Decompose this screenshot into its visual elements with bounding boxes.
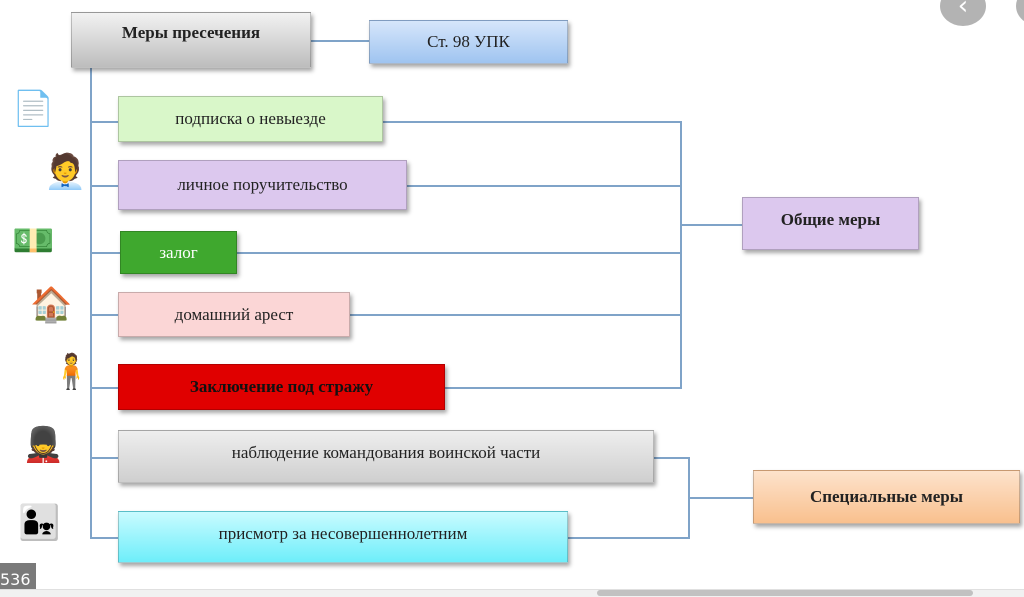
connector [90, 121, 118, 123]
image-counter-badge: 536 [0, 563, 36, 589]
measure-box-detention: Заключение под стражу [118, 364, 445, 410]
connector [445, 387, 681, 389]
connector [654, 457, 689, 459]
connector [568, 537, 689, 539]
document-icon: 📄 [12, 89, 55, 129]
house-icon: 🏠 [30, 285, 73, 325]
money-icon: 💵 [12, 221, 55, 261]
connector [90, 537, 118, 539]
children-icon: 👨‍👧 [18, 503, 61, 543]
root-box: Меры пресечения [71, 12, 311, 68]
connector [311, 40, 369, 42]
chevron-left-icon[interactable]: ‹ [940, 0, 986, 26]
special-measures-box: Специальные меры [753, 470, 1020, 524]
connector [90, 252, 120, 254]
connector [680, 121, 682, 389]
connector [237, 252, 681, 254]
connector [90, 387, 118, 389]
connector [407, 185, 681, 187]
connector [680, 224, 742, 226]
next-button[interactable] [1016, 0, 1024, 26]
measure-box-military-supervision: наблюдение командования воинской части [118, 430, 654, 483]
measure-box-house-arrest: домашний арест [118, 292, 350, 337]
measure-box-juvenile-supervision: присмотр за несовершеннолетним [118, 511, 568, 563]
horizontal-scrollbar[interactable] [0, 589, 1024, 597]
connector [90, 457, 118, 459]
measure-box-personal-guarantee: личное поручительство [118, 160, 407, 210]
scrollbar-thumb[interactable] [597, 590, 973, 596]
measure-box-bail: залог [120, 231, 237, 274]
reference-box: Ст. 98 УПК [369, 20, 568, 64]
soldier-icon: 💂 [22, 425, 65, 465]
general-measures-box: Общие меры [742, 197, 919, 250]
connector [350, 314, 681, 316]
prisoner-icon: 🧍 [50, 352, 93, 392]
connector [90, 68, 92, 538]
connector [688, 497, 753, 499]
connector [383, 121, 681, 123]
guarantor-person-icon: 🧑‍💼 [44, 152, 87, 192]
connector [90, 185, 118, 187]
measure-box-signature: подписка о невыезде [118, 96, 383, 142]
connector [90, 314, 118, 316]
